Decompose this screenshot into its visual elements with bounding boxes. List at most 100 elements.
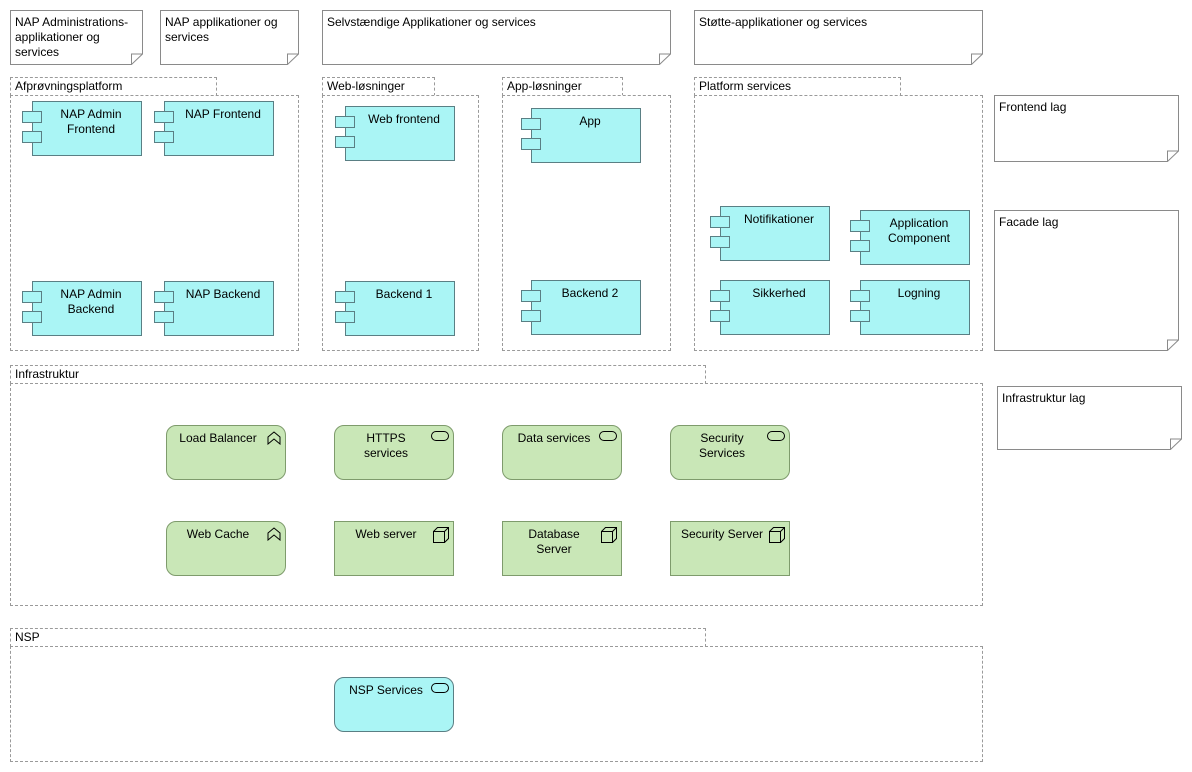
component-port-icon <box>521 118 541 130</box>
tech-https-services[interactable]: HTTPS services <box>334 425 454 480</box>
group-label: App-løsninger <box>507 79 582 93</box>
component-label: App <box>579 114 601 128</box>
group-tab-platform-services: Platform services <box>694 77 901 96</box>
tech-label: Web Cache <box>186 527 250 541</box>
note-infra-layer: Infrastruktur lag <box>997 386 1182 450</box>
note-shape <box>10 10 143 65</box>
component-port-icon <box>22 291 42 303</box>
note-shape <box>997 386 1182 450</box>
tech-label: Data services <box>517 431 591 445</box>
component-port-icon <box>154 111 174 123</box>
component-label: NAP Admin Backend <box>60 287 122 316</box>
note-text: Facade lag <box>999 215 1059 229</box>
system-software-icon <box>267 527 281 541</box>
group-label: Platform services <box>699 79 792 93</box>
technology-service-icon <box>767 431 785 441</box>
component-port-icon <box>710 310 730 322</box>
node-icon <box>433 527 449 543</box>
tech-label: Security Services <box>698 431 745 460</box>
tech-nsp-services[interactable]: NSP Services <box>334 677 454 732</box>
system-software-icon <box>267 431 281 445</box>
component-notifications[interactable]: Notifikationer <box>720 206 830 261</box>
tech-label: NSP Services <box>349 683 423 697</box>
tech-label: Web server <box>355 527 417 541</box>
component-label: NAP Frontend <box>185 107 261 121</box>
node-icon <box>769 527 785 543</box>
component-port-icon <box>335 136 355 148</box>
node-icon <box>601 527 617 543</box>
note-text: Infrastruktur lag <box>1002 391 1086 405</box>
component-port-icon <box>850 220 870 232</box>
component-port-icon <box>710 216 730 228</box>
component-app[interactable]: App <box>531 108 641 163</box>
component-application-component[interactable]: Application Component <box>860 210 970 265</box>
component-label: Sikkerhed <box>752 286 806 300</box>
component-label: NAP Admin Frontend <box>60 107 122 136</box>
tech-web-server[interactable]: Web server <box>334 521 454 576</box>
component-port-icon <box>154 291 174 303</box>
component-port-icon <box>521 310 541 322</box>
component-port-icon <box>154 311 174 323</box>
component-port-icon <box>335 311 355 323</box>
component-label: Application Component <box>887 216 951 245</box>
tech-data-services[interactable]: Data services <box>502 425 622 480</box>
group-tab-test-platform: Afprøvningsplatform <box>10 77 217 96</box>
component-port-icon <box>710 236 730 248</box>
component-label: Backend 1 <box>375 287 433 301</box>
component-port-icon <box>154 131 174 143</box>
component-port-icon <box>850 290 870 302</box>
component-backend-2[interactable]: Backend 2 <box>531 280 641 335</box>
note-text: Støtte-applikationer og services <box>699 15 868 29</box>
tech-load-balancer[interactable]: Load Balancer <box>166 425 286 480</box>
group-label: Infrastruktur <box>15 367 80 381</box>
note-shape <box>694 10 983 65</box>
component-port-icon <box>850 240 870 252</box>
tech-label: Database Server <box>528 527 580 556</box>
component-label: Web frontend <box>368 112 440 126</box>
note-standalone: Selvstændige Applikationer og services <box>322 10 671 65</box>
component-port-icon <box>335 291 355 303</box>
component-nap-frontend[interactable]: NAP Frontend <box>164 101 274 156</box>
component-label: Backend 2 <box>561 286 619 300</box>
note-text: Frontend lag <box>999 100 1067 114</box>
tech-security-services[interactable]: Security Services <box>670 425 790 480</box>
group-label: Web-løsninger <box>327 79 405 93</box>
component-port-icon <box>521 138 541 150</box>
group-tab-nsp: NSP <box>10 628 706 647</box>
group-label: NSP <box>15 630 40 644</box>
component-logging[interactable]: Logning <box>860 280 970 335</box>
note-text: NAP applikationer og services <box>165 15 278 44</box>
note-nap-apps: NAP applikationer og services <box>160 10 299 65</box>
component-port-icon <box>22 131 42 143</box>
note-nap-admin: NAP Administrations- applikationer og se… <box>10 10 143 65</box>
component-web-frontend[interactable]: Web frontend <box>345 106 455 161</box>
note-shape <box>994 95 1179 162</box>
tech-label: HTTPS services <box>363 431 408 460</box>
note-shape <box>322 10 671 65</box>
group-tab-web-solutions: Web-løsninger <box>322 77 435 96</box>
component-nap-backend[interactable]: NAP Backend <box>164 281 274 336</box>
component-security[interactable]: Sikkerhed <box>720 280 830 335</box>
component-port-icon <box>335 116 355 128</box>
component-nap-admin-frontend[interactable]: NAP Admin Frontend <box>32 101 142 156</box>
note-facade-layer: Facade lag <box>994 210 1179 351</box>
technology-service-icon <box>599 431 617 441</box>
note-text: Selvstændige Applikationer og services <box>327 15 536 29</box>
technology-service-icon <box>431 683 449 693</box>
tech-label: Load Balancer <box>179 431 257 445</box>
component-port-icon <box>710 290 730 302</box>
tech-security-server[interactable]: Security Server <box>670 521 790 576</box>
note-shape <box>160 10 299 65</box>
note-frontend-layer: Frontend lag <box>994 95 1179 162</box>
technology-service-icon <box>431 431 449 441</box>
note-support: Støtte-applikationer og services <box>694 10 983 65</box>
tech-database-server[interactable]: Database Server <box>502 521 622 576</box>
group-nsp <box>10 646 983 762</box>
group-infrastructure <box>10 383 983 606</box>
tech-label: Security Server <box>680 527 764 541</box>
group-tab-app-solutions: App-løsninger <box>502 77 623 96</box>
component-backend-1[interactable]: Backend 1 <box>345 281 455 336</box>
component-nap-admin-backend[interactable]: NAP Admin Backend <box>32 281 142 336</box>
tech-web-cache[interactable]: Web Cache <box>166 521 286 576</box>
component-port-icon <box>22 311 42 323</box>
